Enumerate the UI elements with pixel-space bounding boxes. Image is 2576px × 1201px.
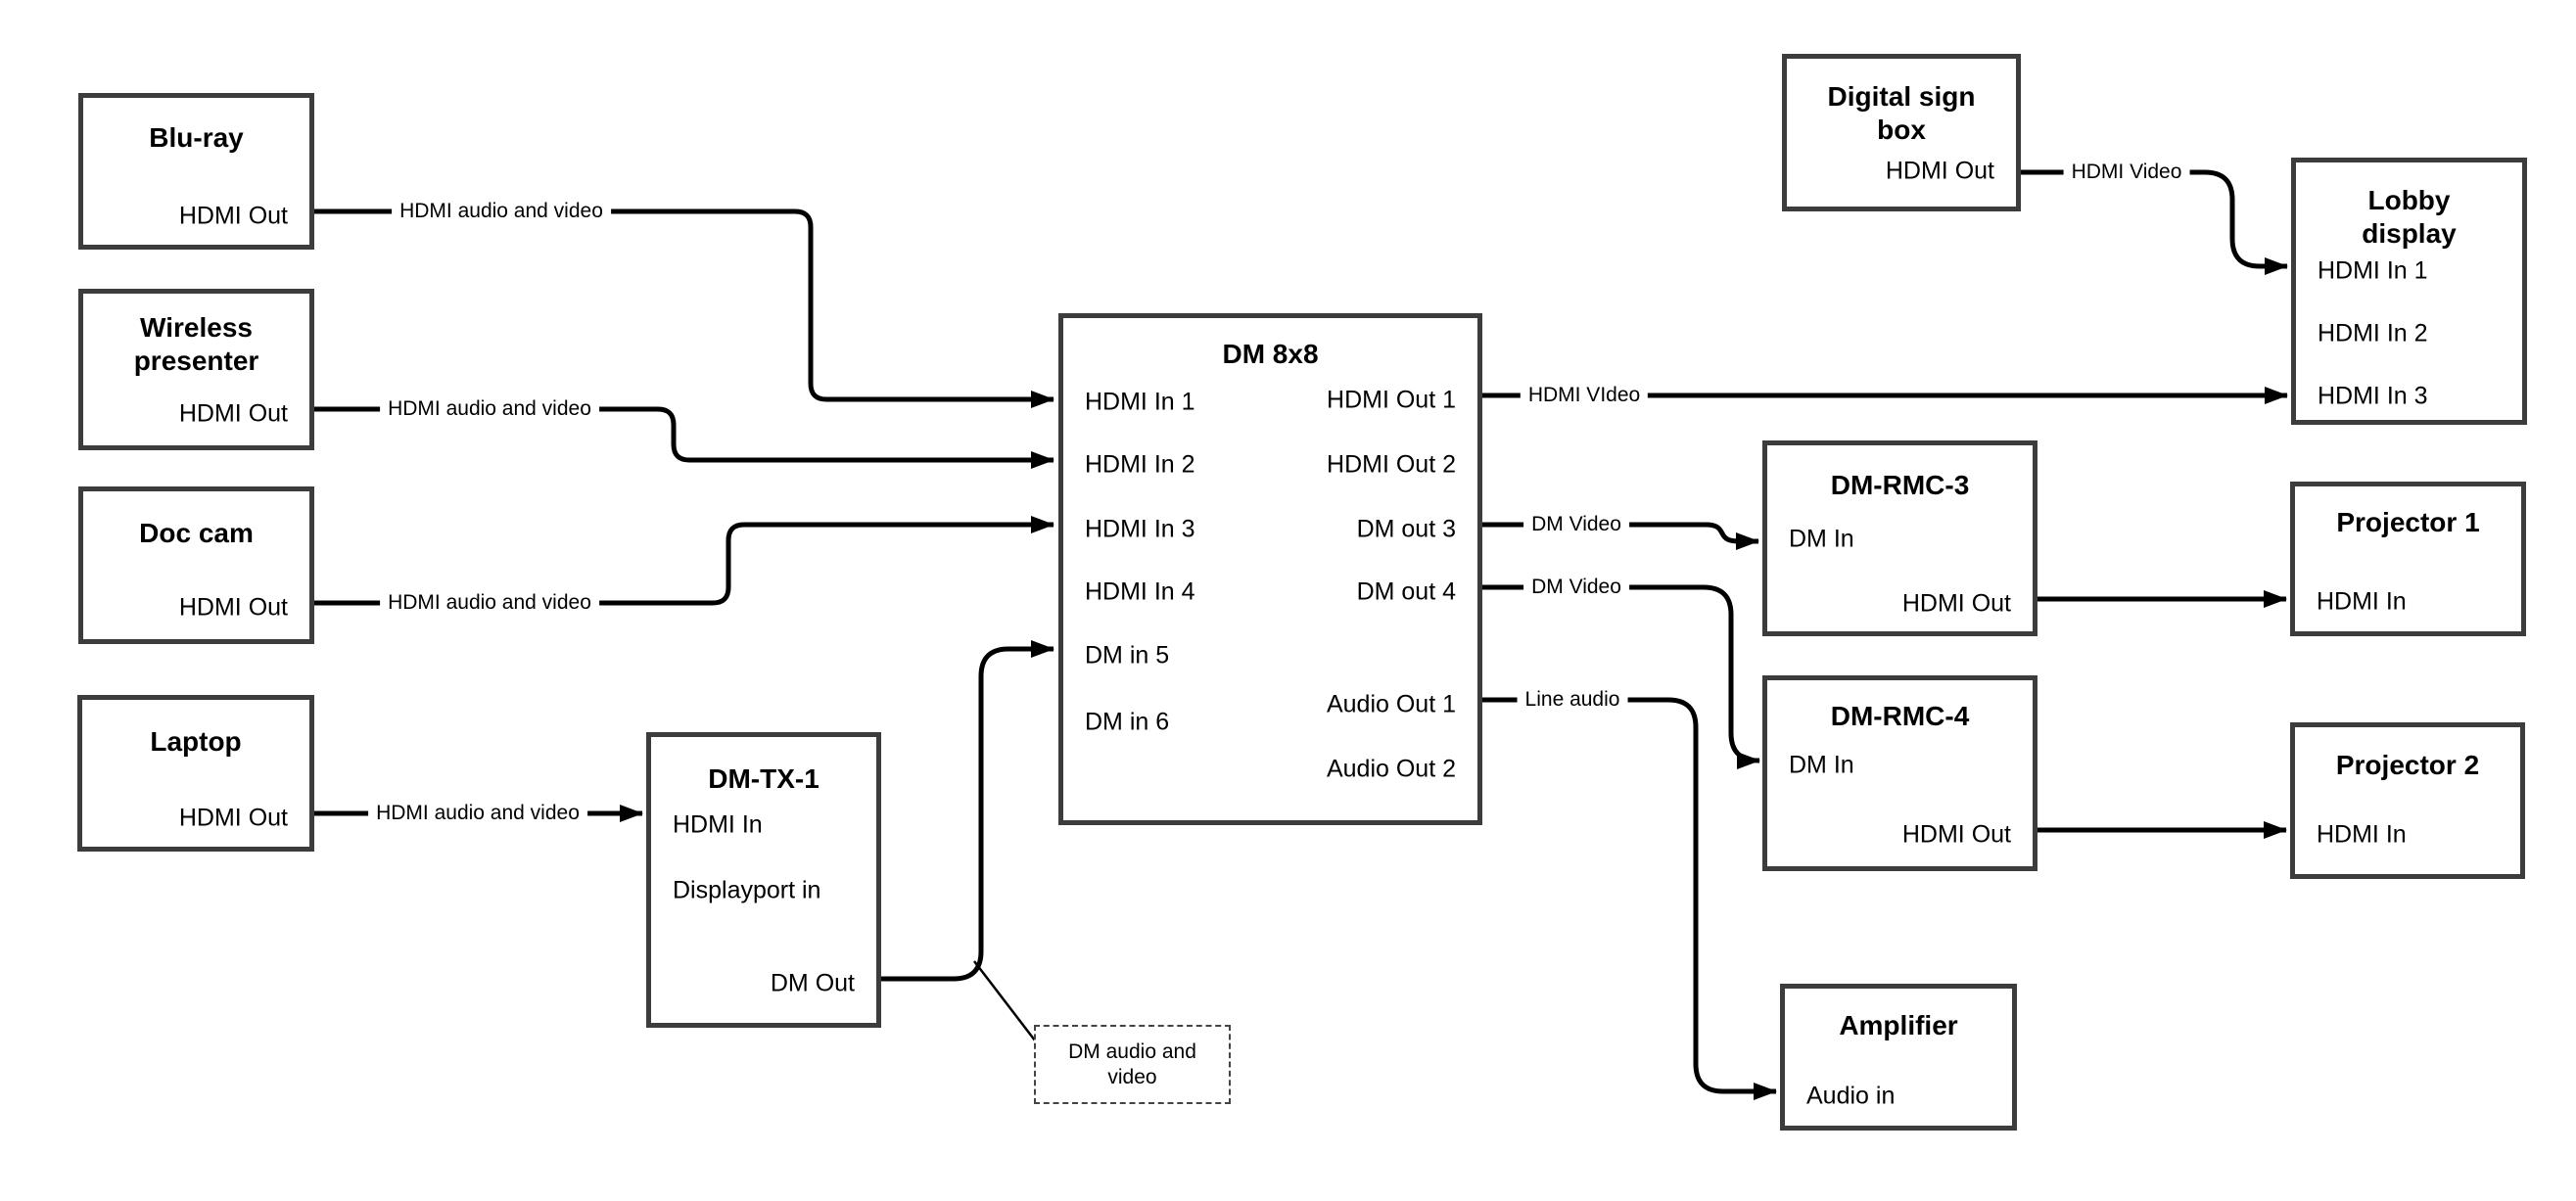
port-label: Audio in	[1806, 1082, 1896, 1110]
port-label: HDMI Out 1	[1327, 386, 1456, 414]
wire-label: DM Video	[1523, 511, 1629, 538]
wire-wireless-to-dm8x8-in2	[314, 406, 1054, 469]
node-title: DM-RMC-4	[1830, 701, 1970, 731]
wire-dm8x8-out3-to-dmrmc3	[1482, 522, 1759, 550]
wire-label: DM Video	[1523, 574, 1629, 601]
port-label: HDMI In	[2317, 587, 2407, 616]
node-title: Projector 1	[2336, 507, 2480, 537]
port-label: HDMI Out	[1885, 157, 1994, 185]
port-label: HDMI Out	[178, 202, 288, 230]
port-label: DM in 6	[1085, 708, 1170, 736]
port-label: Audio Out 1	[1326, 690, 1456, 718]
node-dm-rmc-3: DM-RMC-3 DM In HDMI Out	[1762, 440, 2037, 636]
wire-dmtx1-to-dm8x8-in5	[879, 640, 1054, 982]
port-label: HDMI In 1	[1085, 388, 1195, 416]
wire-dm8x8-out4-to-dmrmc4	[1482, 584, 1760, 769]
node-projector-1: Projector 1 HDMI In	[2290, 482, 2526, 636]
port-label: HDMI Out	[1901, 589, 2011, 618]
port-label: DM In	[1789, 751, 1854, 779]
wire-label: HDMI audio and video	[368, 800, 587, 827]
node-title: Wireless presenter	[133, 312, 259, 376]
note-callout-line	[973, 960, 1036, 1041]
node-title: Digital sign box	[1827, 81, 1976, 145]
wire-doccam-to-dm8x8-in3	[314, 516, 1054, 606]
port-label: DM in 5	[1085, 641, 1170, 670]
node-title: Doc cam	[139, 518, 254, 548]
port-label: HDMI Out	[1901, 820, 2011, 849]
node-dm-rmc-4: DM-RMC-4 DM In HDMI Out	[1762, 675, 2037, 871]
node-wireless-presenter: Wireless presenter HDMI Out	[78, 289, 314, 450]
node-digital-sign-box: Digital sign box HDMI Out	[1782, 54, 2021, 211]
port-label: HDMI In 3	[2318, 382, 2428, 410]
port-label: HDMI In	[673, 810, 763, 839]
port-label: HDMI Out	[178, 593, 288, 622]
node-bluray: Blu-ray HDMI Out	[78, 93, 314, 250]
port-label: DM Out	[770, 969, 855, 997]
node-title: DM-TX-1	[708, 763, 820, 794]
port-label: HDMI In 2	[1085, 450, 1195, 479]
port-label: DM out 4	[1356, 577, 1456, 606]
wire-label: HDMI audio and video	[380, 395, 599, 423]
node-projector-2: Projector 2 HDMI In	[2290, 722, 2525, 879]
wire-label: HDMI audio and video	[380, 589, 599, 617]
port-label: DM In	[1789, 525, 1854, 553]
node-lobby-display: Lobby display HDMI In 1 HDMI In 2 HDMI I…	[2291, 158, 2527, 425]
node-title: Amplifier	[1839, 1010, 1958, 1040]
port-label: Audio Out 2	[1326, 755, 1456, 783]
port-label: HDMI Out	[178, 804, 288, 832]
node-laptop: Laptop HDMI Out	[77, 695, 314, 852]
node-title: Blu-ray	[149, 122, 244, 153]
wire-label: Line audio	[1517, 686, 1628, 714]
port-label: DM out 3	[1356, 515, 1456, 543]
node-title: DM 8x8	[1222, 339, 1319, 369]
port-label: HDMI In	[2317, 820, 2407, 849]
port-label: Displayport in	[673, 876, 821, 904]
port-label: HDMI Out	[178, 399, 288, 428]
port-label: HDMI In 3	[1085, 515, 1195, 543]
node-title: Lobby display	[2362, 185, 2457, 249]
port-label: HDMI In 2	[2318, 319, 2428, 347]
node-title: DM-RMC-3	[1830, 470, 1970, 500]
wire-label: HDMI Video	[2063, 159, 2190, 186]
node-title: Projector 2	[2335, 750, 2480, 780]
node-title: Laptop	[150, 726, 242, 757]
node-dm-8x8: DM 8x8 HDMI In 1 HDMI In 2 HDMI In 3 HDM…	[1058, 313, 1482, 825]
wire-label: HDMI audio and video	[392, 198, 611, 225]
annotation-note: DM audio and video	[1034, 1025, 1231, 1104]
wire-bluray-to-dm8x8-in1	[314, 208, 1054, 408]
node-doc-cam: Doc cam HDMI Out	[78, 486, 314, 644]
port-label: HDMI In 1	[2318, 256, 2428, 285]
node-dm-tx-1: DM-TX-1 HDMI In Displayport in DM Out	[646, 732, 881, 1028]
port-label: HDMI Out 2	[1327, 450, 1456, 479]
port-label: HDMI In 4	[1085, 577, 1195, 606]
node-amplifier: Amplifier Audio in	[1780, 984, 2017, 1131]
wire-label: HDMI VIdeo	[1520, 382, 1649, 409]
wire-dm8x8-audio1-to-amplifier	[1482, 697, 1777, 1100]
wire-digitalsign-to-lobby-in1	[2021, 169, 2288, 275]
